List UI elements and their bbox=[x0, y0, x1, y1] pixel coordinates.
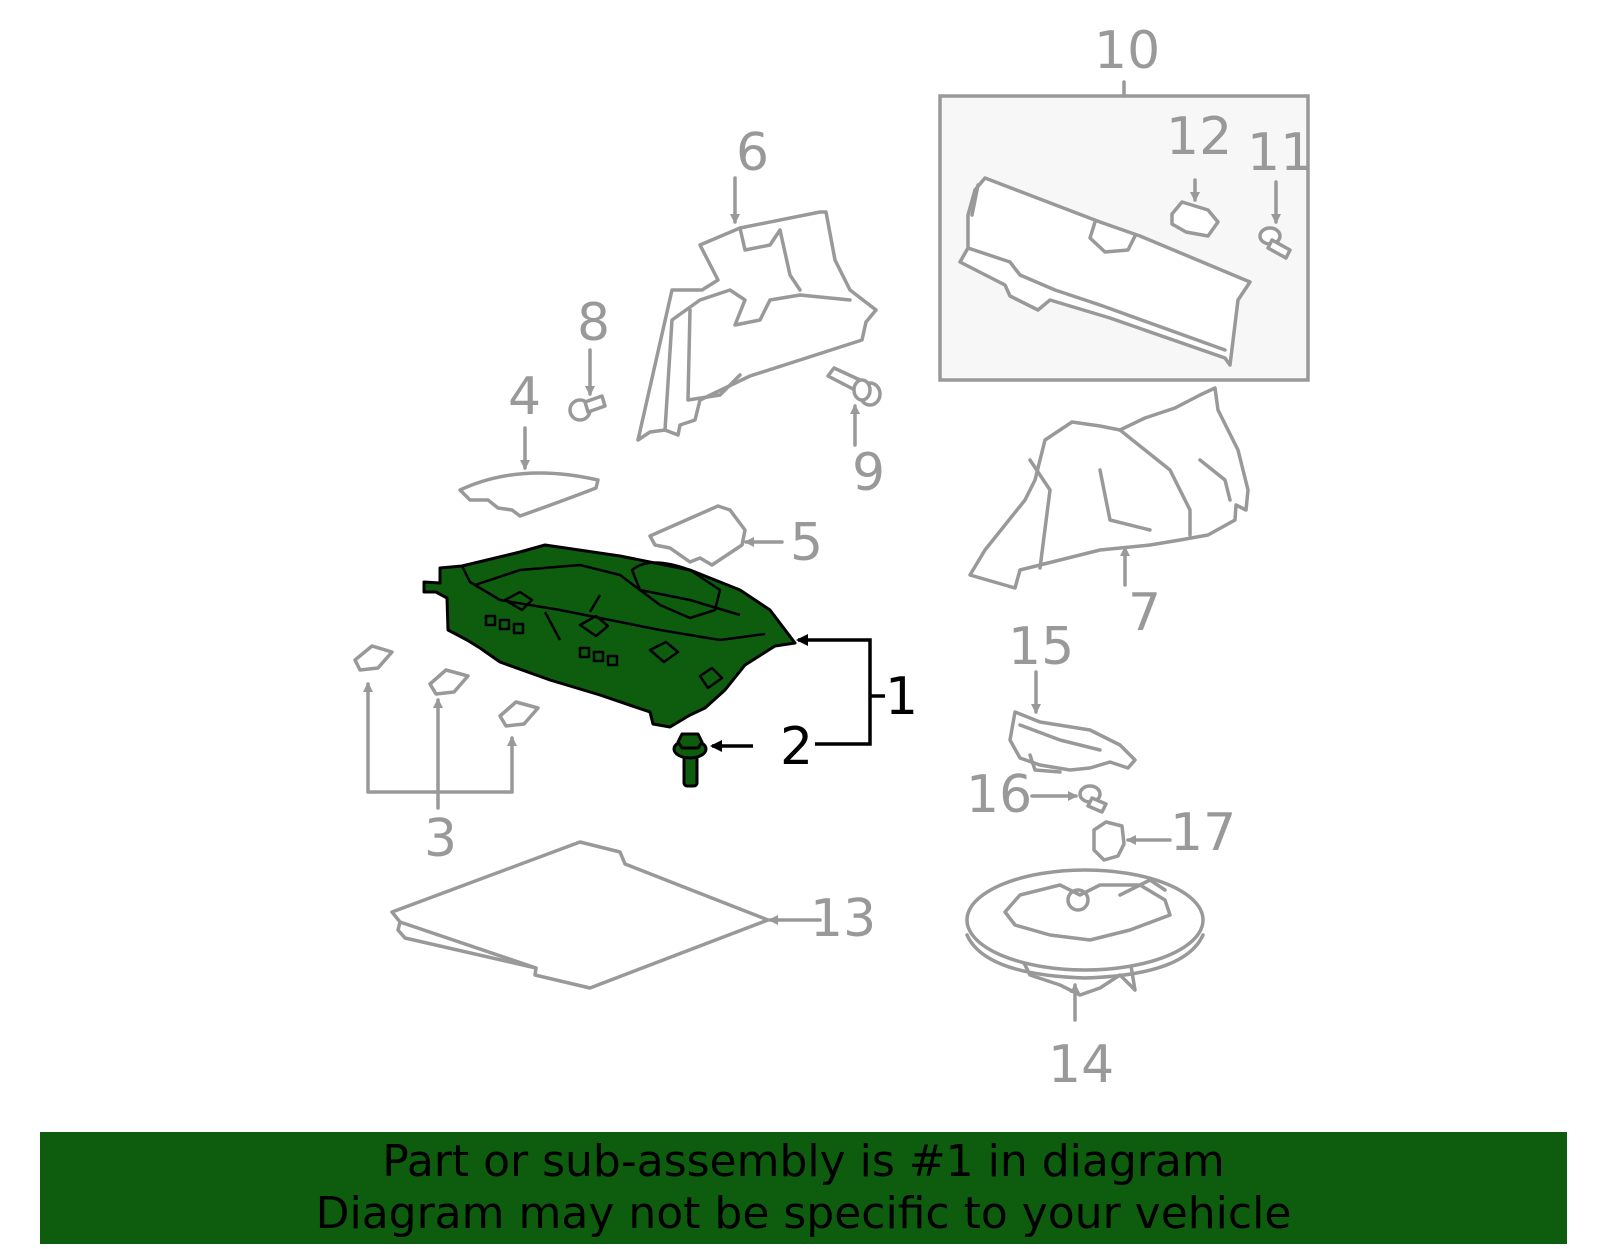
callout-4: 4 bbox=[508, 367, 541, 427]
clip-part-12 bbox=[1170, 178, 1220, 238]
callout-10: 10 bbox=[1094, 21, 1160, 81]
callout-17: 17 bbox=[1170, 803, 1236, 863]
bolt-part-2 bbox=[672, 732, 708, 788]
callout-14: 14 bbox=[1048, 1035, 1114, 1095]
callout-12: 12 bbox=[1166, 107, 1232, 167]
callout-bracket-1-2 bbox=[710, 634, 885, 752]
bolt-part-9 bbox=[826, 366, 882, 447]
callout-6: 6 bbox=[736, 123, 769, 183]
callout-11: 11 bbox=[1247, 123, 1313, 183]
info-banner: Part or sub-assembly is #1 in diagram Di… bbox=[40, 1132, 1567, 1244]
side-lining-part-7 bbox=[968, 386, 1250, 590]
cover-part-4 bbox=[458, 426, 600, 518]
rear-shelf-part-1 bbox=[422, 543, 797, 729]
callout-9: 9 bbox=[852, 443, 885, 503]
callout-15: 15 bbox=[1008, 617, 1074, 677]
clips-part-3 bbox=[353, 644, 540, 810]
side-lining-part-6 bbox=[636, 176, 878, 442]
callout-13: 13 bbox=[810, 889, 876, 949]
cover-part-5 bbox=[648, 504, 784, 567]
trunk-panel-part-10 bbox=[958, 176, 1252, 367]
callout-1: 1 bbox=[885, 667, 918, 727]
callout-5: 5 bbox=[790, 513, 823, 573]
banner-line-2: Diagram may not be specific to your vehi… bbox=[315, 1188, 1292, 1239]
callout-7: 7 bbox=[1128, 583, 1161, 643]
callout-3: 3 bbox=[424, 809, 457, 869]
callout-2: 2 bbox=[780, 717, 813, 777]
floor-mat-part-13 bbox=[390, 840, 822, 990]
nut-part-17 bbox=[1092, 820, 1172, 862]
callout-8: 8 bbox=[577, 293, 610, 353]
callout-16: 16 bbox=[966, 765, 1032, 825]
pin-part-8 bbox=[568, 348, 607, 422]
screw-part-11 bbox=[1258, 180, 1292, 260]
spare-tire-tray-part-14 bbox=[965, 868, 1205, 1022]
fastener-part-16 bbox=[1030, 784, 1108, 814]
banner-line-1: Part or sub-assembly is #1 in diagram bbox=[382, 1136, 1225, 1187]
bracket-part-15 bbox=[1008, 670, 1137, 774]
